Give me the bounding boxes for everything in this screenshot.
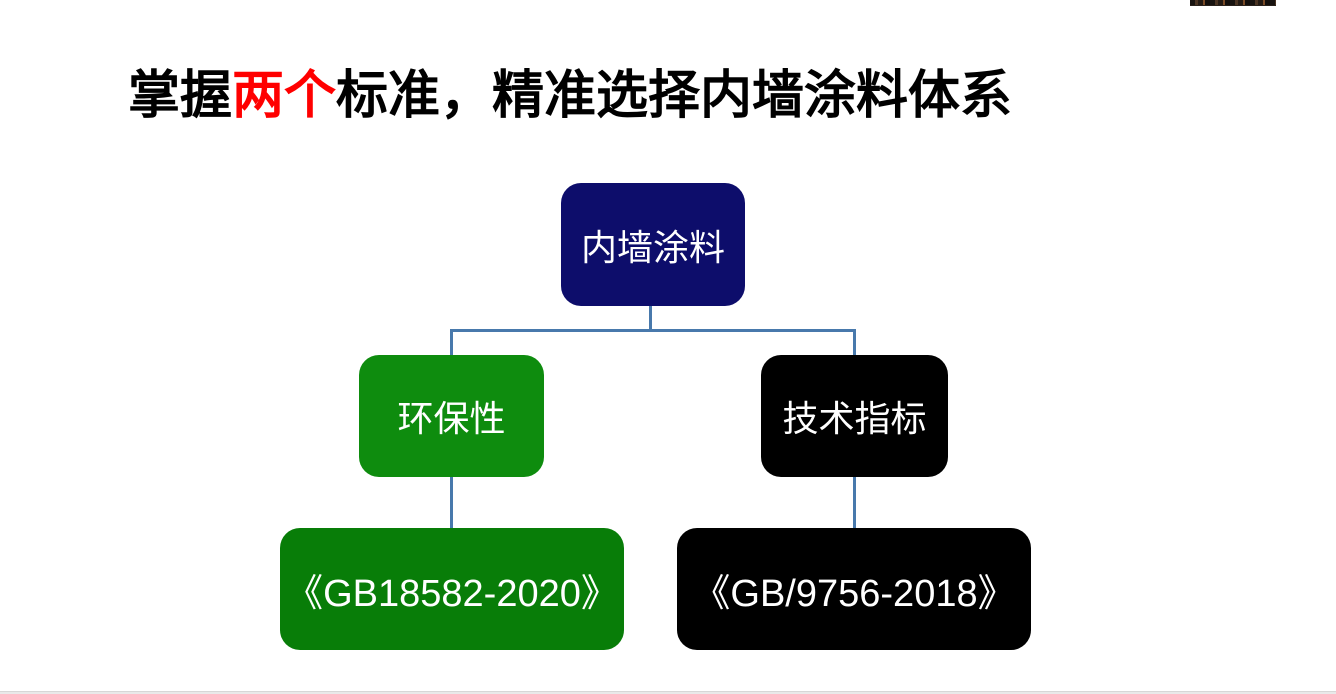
diagram-node-env-standard: 《GB18582-2020》 — [280, 528, 624, 650]
diagram-node-technical-label: 技术指标 — [782, 398, 927, 439]
connector-tech-bottom-vertical — [853, 477, 856, 528]
title-segment-highlight: 两个 — [232, 66, 337, 125]
diagram-node-environmental: 环保性 — [359, 355, 544, 477]
diagram-node-environmental-label: 环保性 — [397, 398, 506, 439]
diagram-node-technical: 技术指标 — [761, 355, 948, 477]
connector-env-top-vertical — [450, 329, 453, 355]
diagram-node-tech-standard: 《GB/9756-2018》 — [677, 528, 1031, 650]
diagram-node-env-standard-label: 《GB18582-2020》 — [285, 572, 619, 615]
diagram-node-tech-standard-label: 《GB/9756-2018》 — [692, 572, 1016, 615]
connector-branch-horizontal — [450, 329, 856, 332]
cropped-logo-image — [1190, 0, 1276, 6]
bottom-edge-bar — [0, 691, 1336, 694]
diagram-node-root-label: 内墙涂料 — [580, 226, 725, 268]
connector-tech-top-vertical — [853, 329, 856, 355]
title-segment-normal: 掌握 — [128, 66, 233, 125]
title-segment-normal-2: 标准，精准选择内墙涂料体系 — [336, 66, 1013, 125]
connector-env-bottom-vertical — [450, 477, 453, 528]
connector-root-vertical — [649, 306, 652, 330]
diagram-node-root: 内墙涂料 — [561, 183, 745, 306]
slide-title: 掌握两个标准，精准选择内墙涂料体系 — [128, 65, 1012, 127]
